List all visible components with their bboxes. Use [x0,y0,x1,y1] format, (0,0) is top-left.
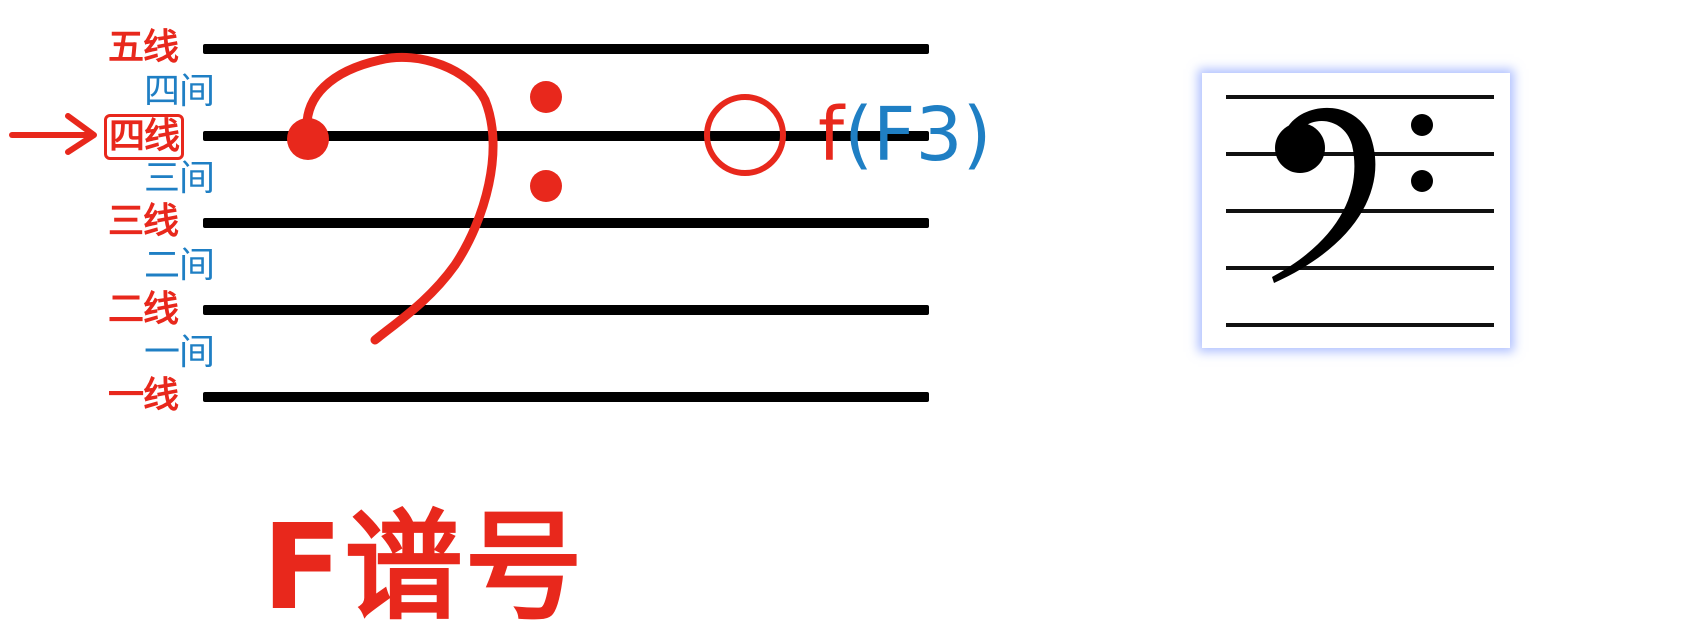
staff-line-1 [203,392,929,402]
space-label-2: 二间 [144,245,215,286]
line-label-4: 四线 [104,114,185,160]
staff-line-5 [203,44,929,54]
space-label-3: 三间 [144,158,215,199]
printed-bass-clef-icon [1272,107,1433,283]
note-name: (F3) [844,92,992,178]
staff-line-2 [203,305,929,315]
note-label: f(F3) [818,90,991,180]
space-label-4: 四间 [144,71,215,112]
bass-clef-icon [287,52,562,345]
staff-line-4 [203,131,929,141]
line-label-1: 一线 [108,375,179,416]
line-label-2: 二线 [108,289,179,330]
right-arrow-icon [9,113,97,155]
staff-line-3 [203,218,929,228]
bass-clef-reference-card [1202,73,1510,348]
line-label-5: 五线 [108,27,179,68]
page-title: F谱号 [262,498,585,636]
bass-clef-reference-image [1226,95,1494,327]
line-label-3: 三线 [108,201,179,242]
space-label-1: 一间 [144,332,215,373]
whole-note-icon [704,94,786,176]
note-letter: f [818,92,845,178]
